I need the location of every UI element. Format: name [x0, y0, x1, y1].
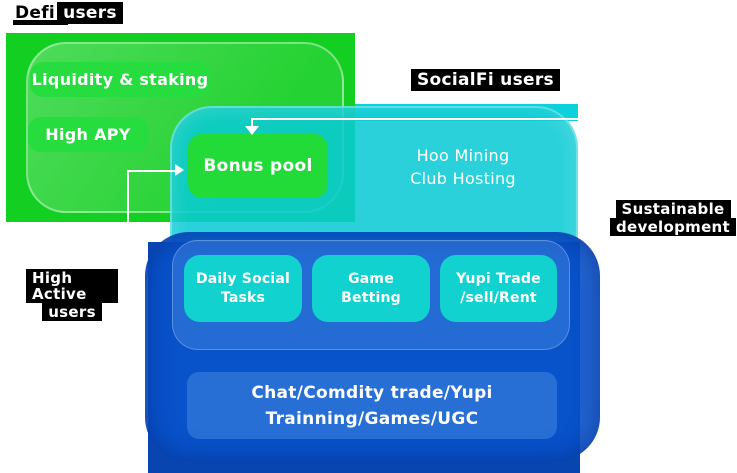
- hoo-mining-club-hosting-text: Hoo Mining Club Hosting: [378, 144, 548, 190]
- high-active-users-label: High Active users: [26, 269, 118, 321]
- socialfi-users-label-text: SocialFi users: [411, 69, 560, 91]
- daily-social-tasks-line2: Tasks: [220, 289, 266, 306]
- high-active-label-line2: users: [42, 303, 102, 321]
- sustainable-development-label: Sustainable development: [610, 200, 736, 236]
- bonus-pool-chip: Bonus pool: [188, 134, 328, 198]
- high-apy-chip: High APY: [28, 117, 148, 152]
- arrow-down-head-icon: [245, 126, 259, 135]
- hoo-mining-line1: Hoo Mining: [416, 146, 510, 165]
- sustainable-label-line2: development: [610, 218, 736, 236]
- arrow-sustainable-to-bonus-line: [252, 118, 578, 120]
- socialfi-users-label: SocialFi users: [411, 69, 560, 91]
- chat-features-chip: Chat/Comdity trade/Yupi Trainning/Games/…: [187, 372, 557, 439]
- liquidity-staking-chip: Liquidity & staking: [30, 62, 210, 97]
- yupi-trade-line1: Yupi Trade: [456, 270, 541, 287]
- hoo-mining-line2: Club Hosting: [410, 169, 516, 188]
- game-betting-line2: Betting: [341, 289, 401, 306]
- yupi-trade-chip: Yupi Trade /sell/Rent: [440, 255, 557, 322]
- arrow-sustainable-to-bonus-stub: [251, 118, 253, 127]
- game-betting-line1: Game: [348, 270, 394, 287]
- daily-social-tasks-chip: Daily Social Tasks: [184, 255, 302, 322]
- defi-users-label-underline: [13, 20, 68, 25]
- yupi-trade-line2: /sell/Rent: [460, 289, 537, 306]
- chat-features-line2: Trainning/Games/UGC: [265, 408, 479, 429]
- sustainable-label-line1: Sustainable: [615, 200, 731, 218]
- arrow-users-to-bonus-line: [127, 170, 129, 222]
- defi-users-label-prefix: Defi: [15, 3, 56, 23]
- chat-features-line1: Chat/Comdity trade/Yupi: [251, 382, 493, 403]
- arrow-users-to-bonus-stub: [127, 170, 177, 172]
- daily-social-tasks-line1: Daily Social: [195, 270, 291, 287]
- high-active-label-line1: High Active: [26, 269, 118, 303]
- defi-users-label-suffix: users: [57, 2, 123, 24]
- arrow-right-head-icon: [175, 164, 184, 176]
- game-betting-chip: Game Betting: [312, 255, 430, 322]
